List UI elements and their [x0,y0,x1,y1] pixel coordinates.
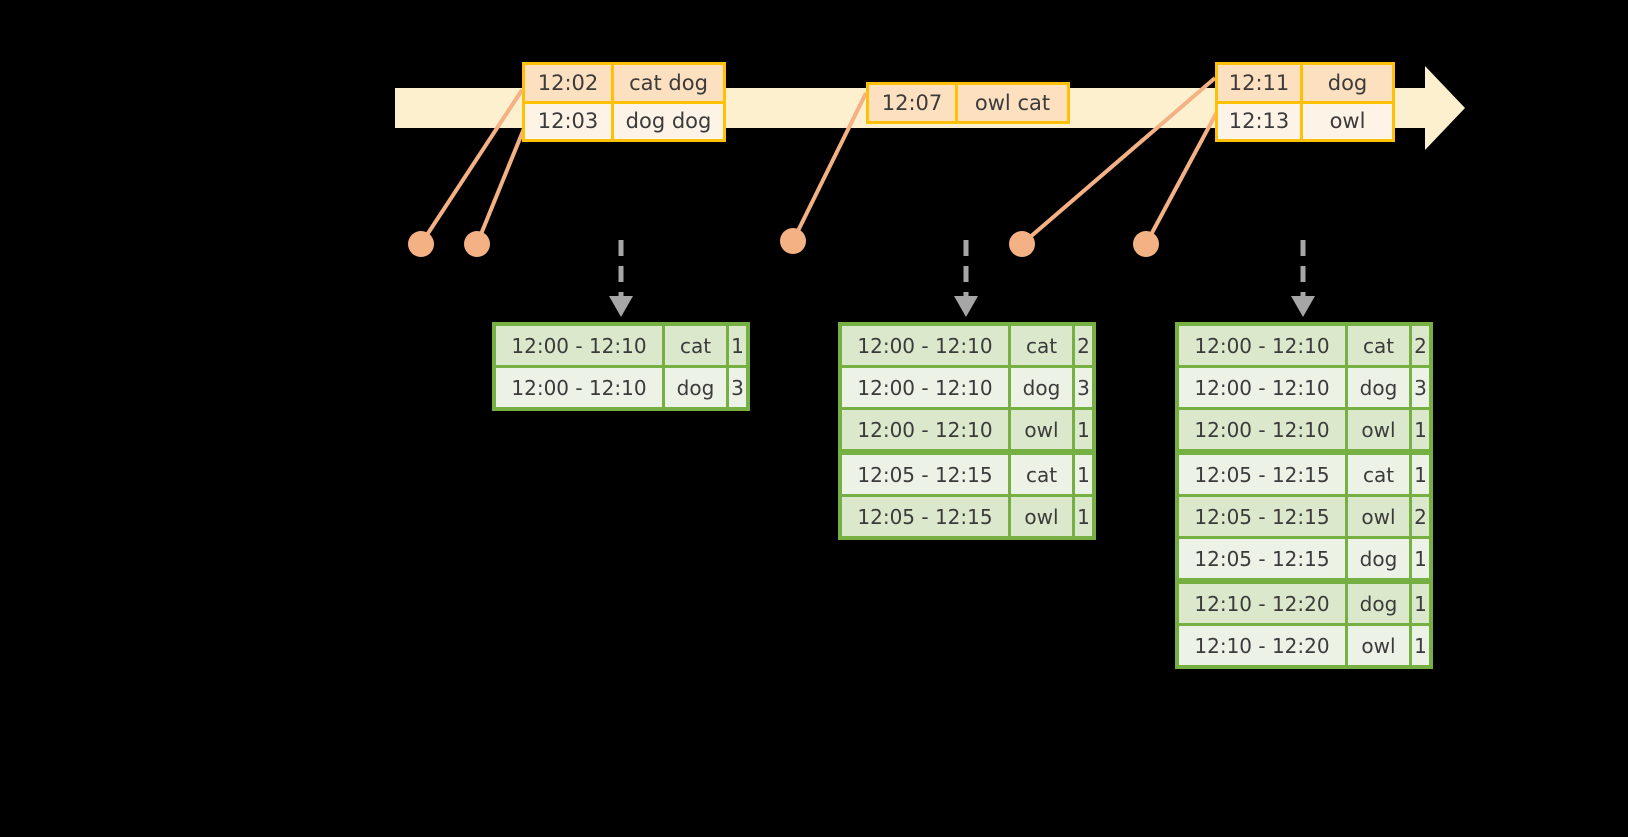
connector-dot-1 [408,231,434,257]
table-row[interactable]: 12:00 - 12:10 dog 3 [842,365,1092,407]
cell-window: 12:05 - 12:15 [842,455,1011,494]
timeline-arrowhead [1425,66,1465,150]
connector-dot-2 [464,231,490,257]
cell-key: owl [1348,497,1412,536]
cell-count: 1 [729,326,746,365]
cell-count: 3 [1412,368,1429,407]
table-row[interactable]: 12:00 - 12:10 cat 1 [496,326,746,365]
connector-dot-4 [1009,231,1035,257]
table-row[interactable]: 12:00 - 12:10 owl 1 [842,407,1092,452]
cell-key: owl [1348,410,1412,449]
cell-count: 1 [1075,497,1092,536]
event-time: 12:13 [1218,103,1303,139]
table-row[interactable]: 12:00 - 12:10 dog 3 [496,365,746,407]
cell-key: dog [1348,584,1412,623]
cell-window: 12:00 - 12:10 [496,368,665,407]
cell-count: 3 [729,368,746,407]
connector-dot-5 [1133,231,1159,257]
cell-count: 1 [1412,455,1429,494]
cell-count: 2 [1412,497,1429,536]
event-box-group-2[interactable]: 12:07 owl cat [866,82,1070,124]
table-row[interactable]: 12:05 - 12:15 owl 2 [1179,494,1429,536]
cell-count: 2 [1075,326,1092,365]
result-table-3[interactable]: 12:00 - 12:10 cat 2 12:00 - 12:10 dog 3 … [1175,322,1433,669]
cell-key: dog [1348,539,1412,578]
table-row[interactable]: 12:00 - 12:10 cat 2 [1179,326,1429,365]
cell-key: dog [1348,368,1412,407]
cell-count: 1 [1412,410,1429,449]
cell-key: cat [1348,455,1412,494]
cell-key: cat [1011,326,1075,365]
event-row[interactable]: 12:11 dog [1218,65,1392,101]
cell-window: 12:05 - 12:15 [842,497,1011,536]
event-time: 12:11 [1218,65,1303,101]
cell-window: 12:00 - 12:10 [1179,368,1348,407]
cell-window: 12:10 - 12:20 [1179,626,1348,665]
cell-count: 1 [1412,626,1429,665]
cell-count: 2 [1412,326,1429,365]
cell-count: 3 [1075,368,1092,407]
dashed-arrow-1 [609,240,633,317]
event-time: 12:02 [525,65,614,101]
event-words: cat dog [614,65,723,101]
dashed-arrow-2 [954,240,978,317]
cell-key: owl [1011,497,1075,536]
table-row[interactable]: 12:10 - 12:20 owl 1 [1179,623,1429,665]
event-words: owl [1303,103,1392,139]
cell-window: 12:05 - 12:15 [1179,539,1348,578]
event-time: 12:03 [525,103,614,139]
cell-key: cat [665,326,729,365]
event-words: dog [1303,65,1392,101]
cell-window: 12:10 - 12:20 [1179,584,1348,623]
cell-count: 1 [1412,584,1429,623]
event-row[interactable]: 12:02 cat dog [525,65,723,101]
cell-window: 12:00 - 12:10 [496,326,665,365]
dashed-arrow-3 [1291,240,1315,317]
event-row[interactable]: 12:13 owl [1218,100,1392,139]
event-row[interactable]: 12:03 dog dog [525,100,723,139]
event-box-group-1[interactable]: 12:02 cat dog 12:03 dog dog [522,62,726,142]
event-words: dog dog [614,103,723,139]
cell-key: owl [1011,410,1075,449]
table-row[interactable]: 12:00 - 12:10 owl 1 [1179,407,1429,452]
cell-window: 12:05 - 12:15 [1179,497,1348,536]
table-row[interactable]: 12:10 - 12:20 dog 1 [1179,581,1429,623]
table-row[interactable]: 12:05 - 12:15 cat 1 [842,452,1092,494]
table-row[interactable]: 12:00 - 12:10 cat 2 [842,326,1092,365]
cell-key: dog [1011,368,1075,407]
cell-window: 12:00 - 12:10 [842,368,1011,407]
cell-window: 12:00 - 12:10 [842,326,1011,365]
cell-count: 1 [1075,455,1092,494]
table-row[interactable]: 12:00 - 12:10 dog 3 [1179,365,1429,407]
cell-count: 1 [1412,539,1429,578]
connector-line-5 [1144,109,1220,245]
cell-key: cat [1011,455,1075,494]
result-table-2[interactable]: 12:00 - 12:10 cat 2 12:00 - 12:10 dog 3 … [838,322,1096,540]
cell-count: 1 [1075,410,1092,449]
event-row[interactable]: 12:07 owl cat [869,85,1067,121]
cell-window: 12:00 - 12:10 [1179,410,1348,449]
connector-dot-3 [780,228,806,254]
cell-window: 12:05 - 12:15 [1179,455,1348,494]
connector-line-2 [475,125,527,245]
event-box-group-3[interactable]: 12:11 dog 12:13 owl [1215,62,1395,142]
cell-key: dog [665,368,729,407]
cell-window: 12:00 - 12:10 [842,410,1011,449]
table-row[interactable]: 12:05 - 12:15 cat 1 [1179,452,1429,494]
table-row[interactable]: 12:05 - 12:15 owl 1 [842,494,1092,536]
table-row[interactable]: 12:05 - 12:15 dog 1 [1179,536,1429,581]
cell-key: owl [1348,626,1412,665]
event-words: owl cat [958,85,1067,121]
result-table-1[interactable]: 12:00 - 12:10 cat 1 12:00 - 12:10 dog 3 [492,322,750,411]
event-time: 12:07 [869,85,958,121]
cell-window: 12:00 - 12:10 [1179,326,1348,365]
cell-key: cat [1348,326,1412,365]
